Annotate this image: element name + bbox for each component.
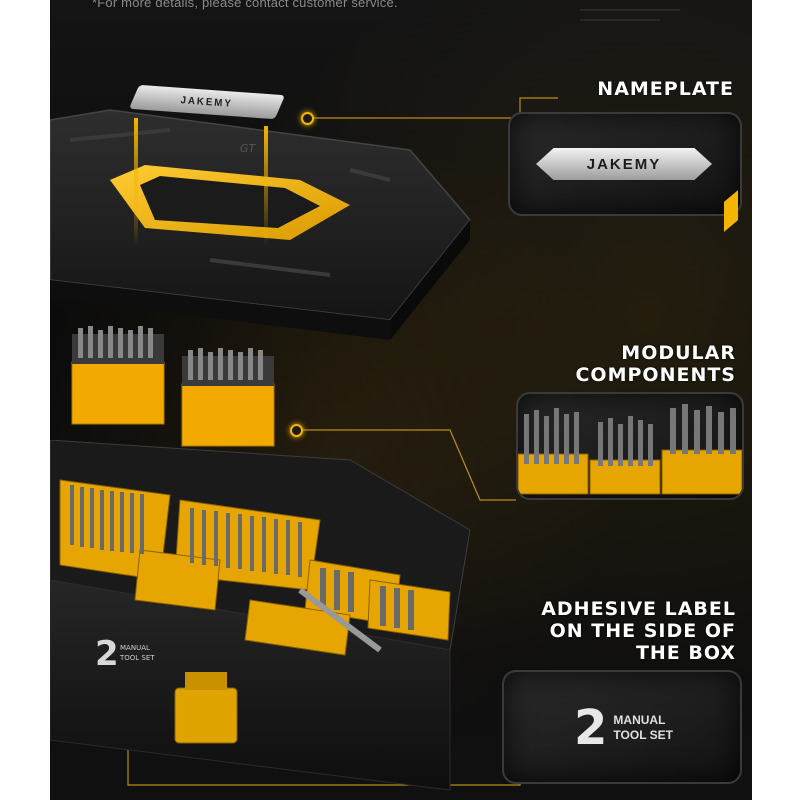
nameplate-callout-dot [301,112,314,125]
label-callout-line3: THE BOX [635,642,736,664]
side-label-line1: MANUAL [120,644,150,652]
nameplate-badge-text: JAKEMY [586,155,662,173]
label-detail-number: 2 [574,700,608,756]
glow-rail-right [264,126,268,246]
nameplate-badge: JAKEMY [536,148,712,180]
nameplate-brand-text: JAKEMY [180,94,234,110]
product-poster: *For more details, please contact custom… [50,0,752,800]
label-detail-line2: TOOL SET [613,728,673,742]
glow-rail-left [134,118,138,248]
modular-callout-line1: MODULAR [621,342,736,364]
modular-callout-dot [290,424,303,437]
label-callout-line2: ON THE SIDE OF [549,620,736,642]
nameplate-detail-panel: JAKEMY [508,112,742,216]
open-toolbox: 2 MANUAL TOOL SET [50,440,471,791]
nameplate-callout-line: NAMEPLATE [597,78,734,100]
disclaimer-text: *For more details, please contact custom… [92,0,398,10]
label-callout: ADHESIVE LABEL ON THE SIDE OF THE BOX [541,598,736,664]
modular-detail-panel [516,392,744,500]
label-detail-content: 2 MANUAL TOOL SET [574,700,673,756]
toolbox-lid: GT [50,109,471,340]
label-detail-line1: MANUAL [613,713,666,727]
side-label-number: 2 [95,634,119,674]
floating-bins [71,326,275,447]
nameplate-callout: NAMEPLATE [597,78,734,100]
side-label-line2: TOOL SET [119,654,155,662]
lid-mark: GT [240,142,257,155]
label-detail-panel: 2 MANUAL TOOL SET [502,670,742,784]
modular-detail-image [518,404,742,495]
modular-callout-line2: COMPONENTS [575,364,736,386]
label-callout-line1: ADHESIVE LABEL [541,598,736,620]
modular-callout: MODULAR COMPONENTS [575,342,736,386]
